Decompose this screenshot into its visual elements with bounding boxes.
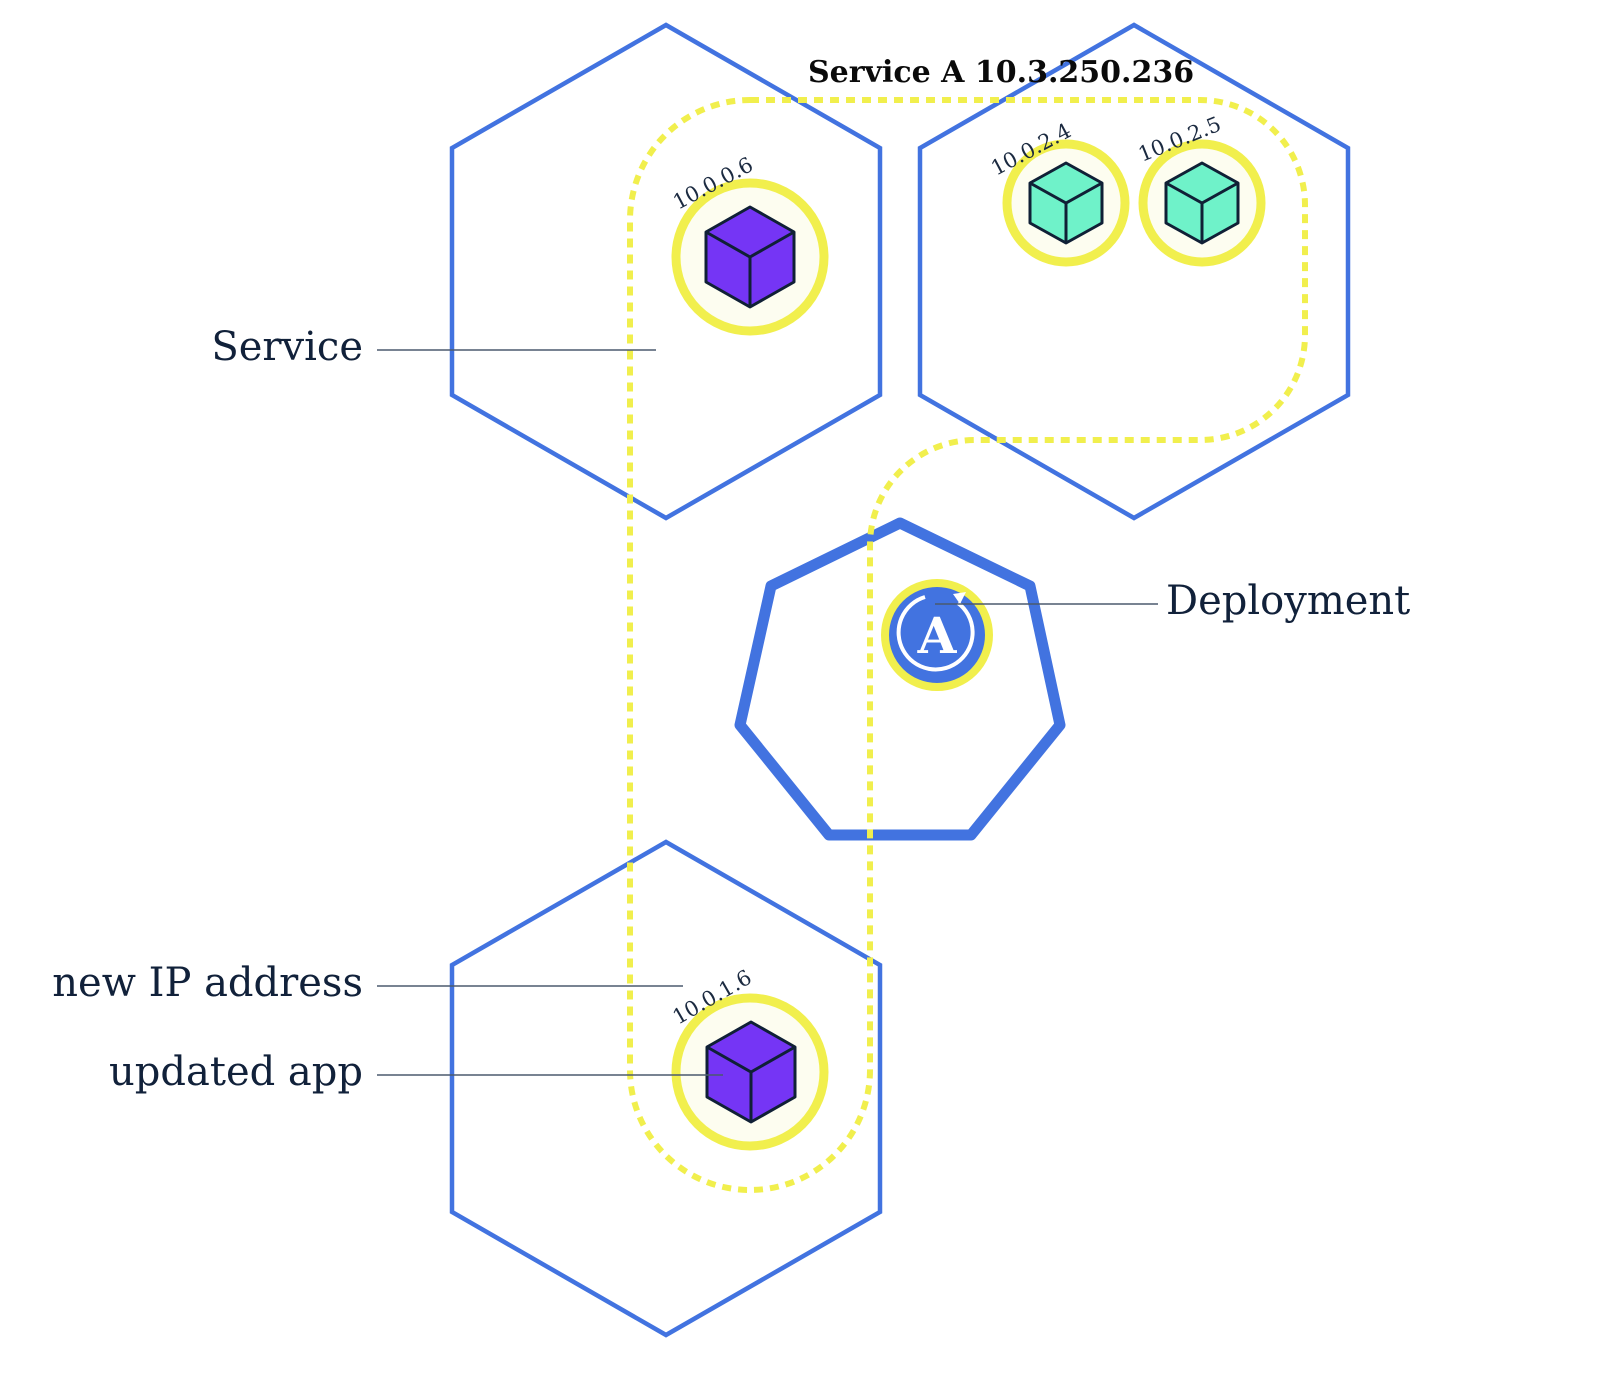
- arrow-head: [953, 592, 966, 604]
- pod-4[interactable]: 10.0.1.6: [669, 965, 829, 1151]
- service-title: Service A 10.3.250.236: [808, 55, 1194, 90]
- deployment-icon[interactable]: A: [881, 579, 993, 691]
- deployment-letter: A: [917, 606, 958, 665]
- deployment-heptagon: [734, 517, 1066, 841]
- container-cube-icon: [1028, 161, 1104, 245]
- pod-2[interactable]: 10.0.2.4: [987, 118, 1130, 267]
- service-label: Service: [211, 324, 363, 370]
- node-top-right: [917, 22, 1351, 521]
- new-ip-label: new IP address: [52, 960, 363, 1006]
- container-cube-icon: [1164, 161, 1240, 245]
- container-cube-icon: [704, 205, 796, 309]
- service-outline: [627, 97, 1308, 1194]
- deployment-label: Deployment: [1166, 578, 1410, 624]
- rollout-arrow-icon: [896, 595, 975, 672]
- pod-3[interactable]: 10.0.2.5: [1135, 112, 1266, 267]
- updated-app-label: updated app: [109, 1049, 363, 1095]
- node-top-left: [449, 22, 883, 521]
- container-cube-icon: [705, 1020, 797, 1124]
- pod-1[interactable]: 10.0.0.6: [669, 152, 829, 336]
- node-bottom: [449, 839, 883, 1338]
